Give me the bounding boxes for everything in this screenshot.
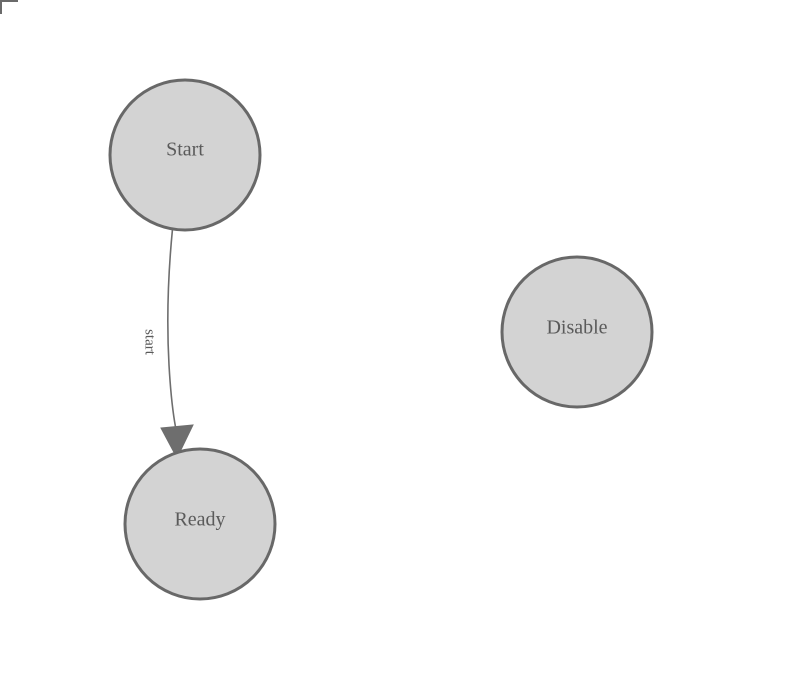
node-ready[interactable]: Ready xyxy=(123,447,277,601)
node-ready-shape[interactable] xyxy=(123,447,277,601)
edge-start-to-ready[interactable]: start xyxy=(142,228,194,460)
node-disable-label: Disable xyxy=(546,317,607,339)
node-disable-shape[interactable] xyxy=(500,255,654,409)
node-disable[interactable]: Disable xyxy=(500,255,654,409)
top-left-corner-mark xyxy=(0,0,18,14)
edge-label-start: start xyxy=(142,329,158,356)
edge-line xyxy=(166,228,178,433)
node-start[interactable]: Start xyxy=(108,78,262,232)
node-ready-label: Ready xyxy=(174,509,225,531)
node-start-label: Start xyxy=(166,139,204,161)
arrowhead-icon xyxy=(160,424,194,460)
node-start-shape[interactable] xyxy=(108,78,262,232)
